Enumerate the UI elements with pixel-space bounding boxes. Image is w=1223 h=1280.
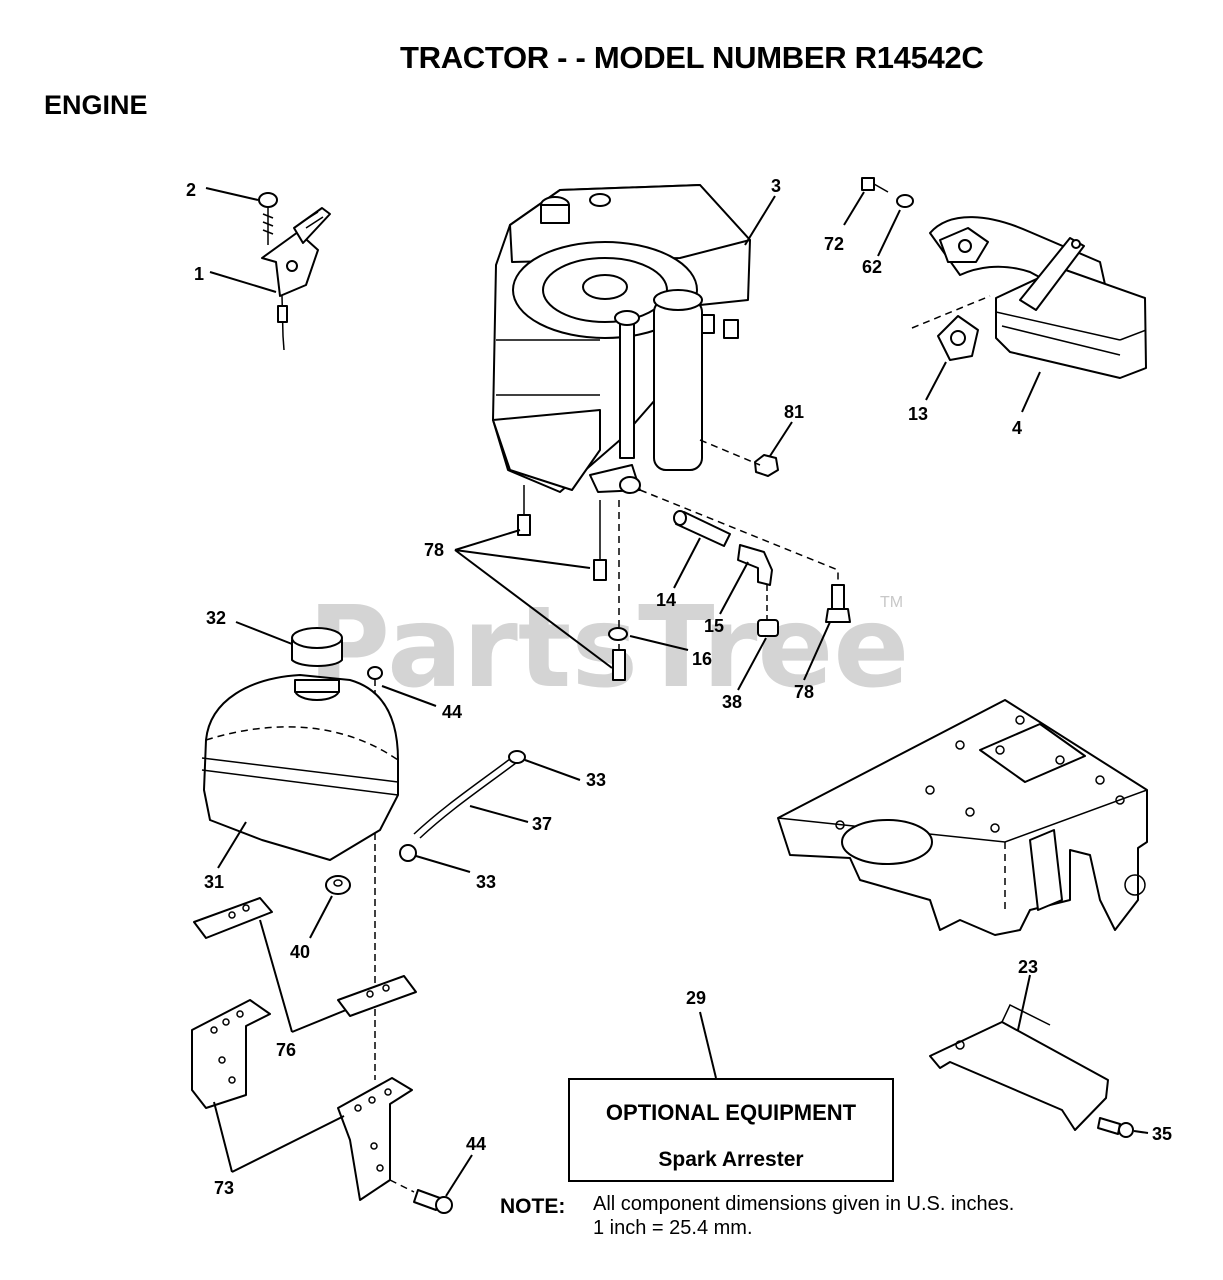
part-31-fuel-tank xyxy=(201,674,399,861)
callout-15: 15 xyxy=(704,616,724,636)
part-78-bolt-c xyxy=(612,500,626,681)
callout-labels: 2 1 3 72 62 13 4 81 78 14 15 16 38 78 32… xyxy=(186,176,1172,1198)
callout-44: 44 xyxy=(442,702,462,722)
page-title: TRACTOR - - MODEL NUMBER R14542C xyxy=(400,40,984,75)
note-text-line2: 1 inch = 25.4 mm. xyxy=(593,1217,753,1239)
part-73-bracket-right xyxy=(337,1077,413,1201)
callout-40: 40 xyxy=(290,942,310,962)
callout-38: 38 xyxy=(722,692,742,712)
part-33-clamp-bottom xyxy=(399,844,417,862)
part-2-screw xyxy=(258,192,278,245)
part-81-nut xyxy=(754,454,779,477)
part-23-shield xyxy=(929,1003,1109,1131)
section-title: ENGINE xyxy=(44,90,148,120)
part-78-bolt-d xyxy=(825,584,851,623)
frame xyxy=(777,699,1148,936)
callout-44-bottom: 44 xyxy=(466,1134,486,1154)
callout-72: 72 xyxy=(824,234,844,254)
part-33-clamp-top xyxy=(508,750,526,764)
optional-equipment-item: Spark Arrester xyxy=(658,1148,804,1171)
part-44-bolt-bottom xyxy=(389,1179,453,1214)
part-1-throttle-control xyxy=(261,207,331,351)
optional-equipment-title: OPTIONAL EQUIPMENT xyxy=(605,1100,857,1125)
part-15-elbow xyxy=(737,544,773,586)
part-16-washer xyxy=(608,627,628,641)
callout-1: 1 xyxy=(194,264,204,284)
leader-lines xyxy=(205,187,1149,1197)
callout-3: 3 xyxy=(771,176,781,196)
callout-16: 16 xyxy=(692,649,712,669)
part-38-nut xyxy=(757,585,779,637)
callout-14: 14 xyxy=(656,590,676,610)
part-76-strap-left xyxy=(193,897,273,939)
callout-81: 81 xyxy=(784,402,804,422)
callout-31: 31 xyxy=(204,872,224,892)
callout-78: 78 xyxy=(424,540,444,560)
callout-62: 62 xyxy=(862,257,882,277)
part-37-fuel-line xyxy=(413,755,521,839)
callout-29: 29 xyxy=(686,988,706,1008)
part-76-strap-right xyxy=(337,975,417,1017)
callout-2: 2 xyxy=(186,180,196,200)
optional-equipment-box: OPTIONAL EQUIPMENT Spark Arrester xyxy=(568,1078,894,1182)
part-40-nut xyxy=(325,875,351,895)
callout-33-bottom: 33 xyxy=(476,872,496,892)
part-62-washer xyxy=(896,194,914,208)
callout-33-top: 33 xyxy=(586,770,606,790)
part-72-bolt xyxy=(861,177,889,193)
part-14-fitting xyxy=(673,510,731,547)
callout-76: 76 xyxy=(276,1040,296,1060)
note-label: NOTE: xyxy=(500,1195,566,1218)
part-32-gas-cap xyxy=(291,627,343,667)
callout-78-right: 78 xyxy=(794,682,814,702)
callout-35: 35 xyxy=(1152,1124,1172,1144)
watermark-tm: TM xyxy=(880,594,903,611)
callout-32: 32 xyxy=(206,608,226,628)
callout-23: 23 xyxy=(1018,957,1038,977)
part-35-screw xyxy=(1097,1117,1134,1138)
watermark: PartsTree xyxy=(308,583,909,713)
callout-37: 37 xyxy=(532,814,552,834)
part-4-muffler xyxy=(929,216,1147,379)
note-text-line1: All component dimensions given in U.S. i… xyxy=(593,1193,1015,1215)
part-78-bolt-b xyxy=(593,500,607,581)
part-13-gasket xyxy=(911,295,991,361)
part-3-engine xyxy=(492,184,751,494)
part-73-bracket-left xyxy=(191,999,271,1109)
callout-73: 73 xyxy=(214,1178,234,1198)
callout-4: 4 xyxy=(1012,418,1022,438)
callout-13: 13 xyxy=(908,404,928,424)
part-78-bolt-a xyxy=(517,485,531,536)
